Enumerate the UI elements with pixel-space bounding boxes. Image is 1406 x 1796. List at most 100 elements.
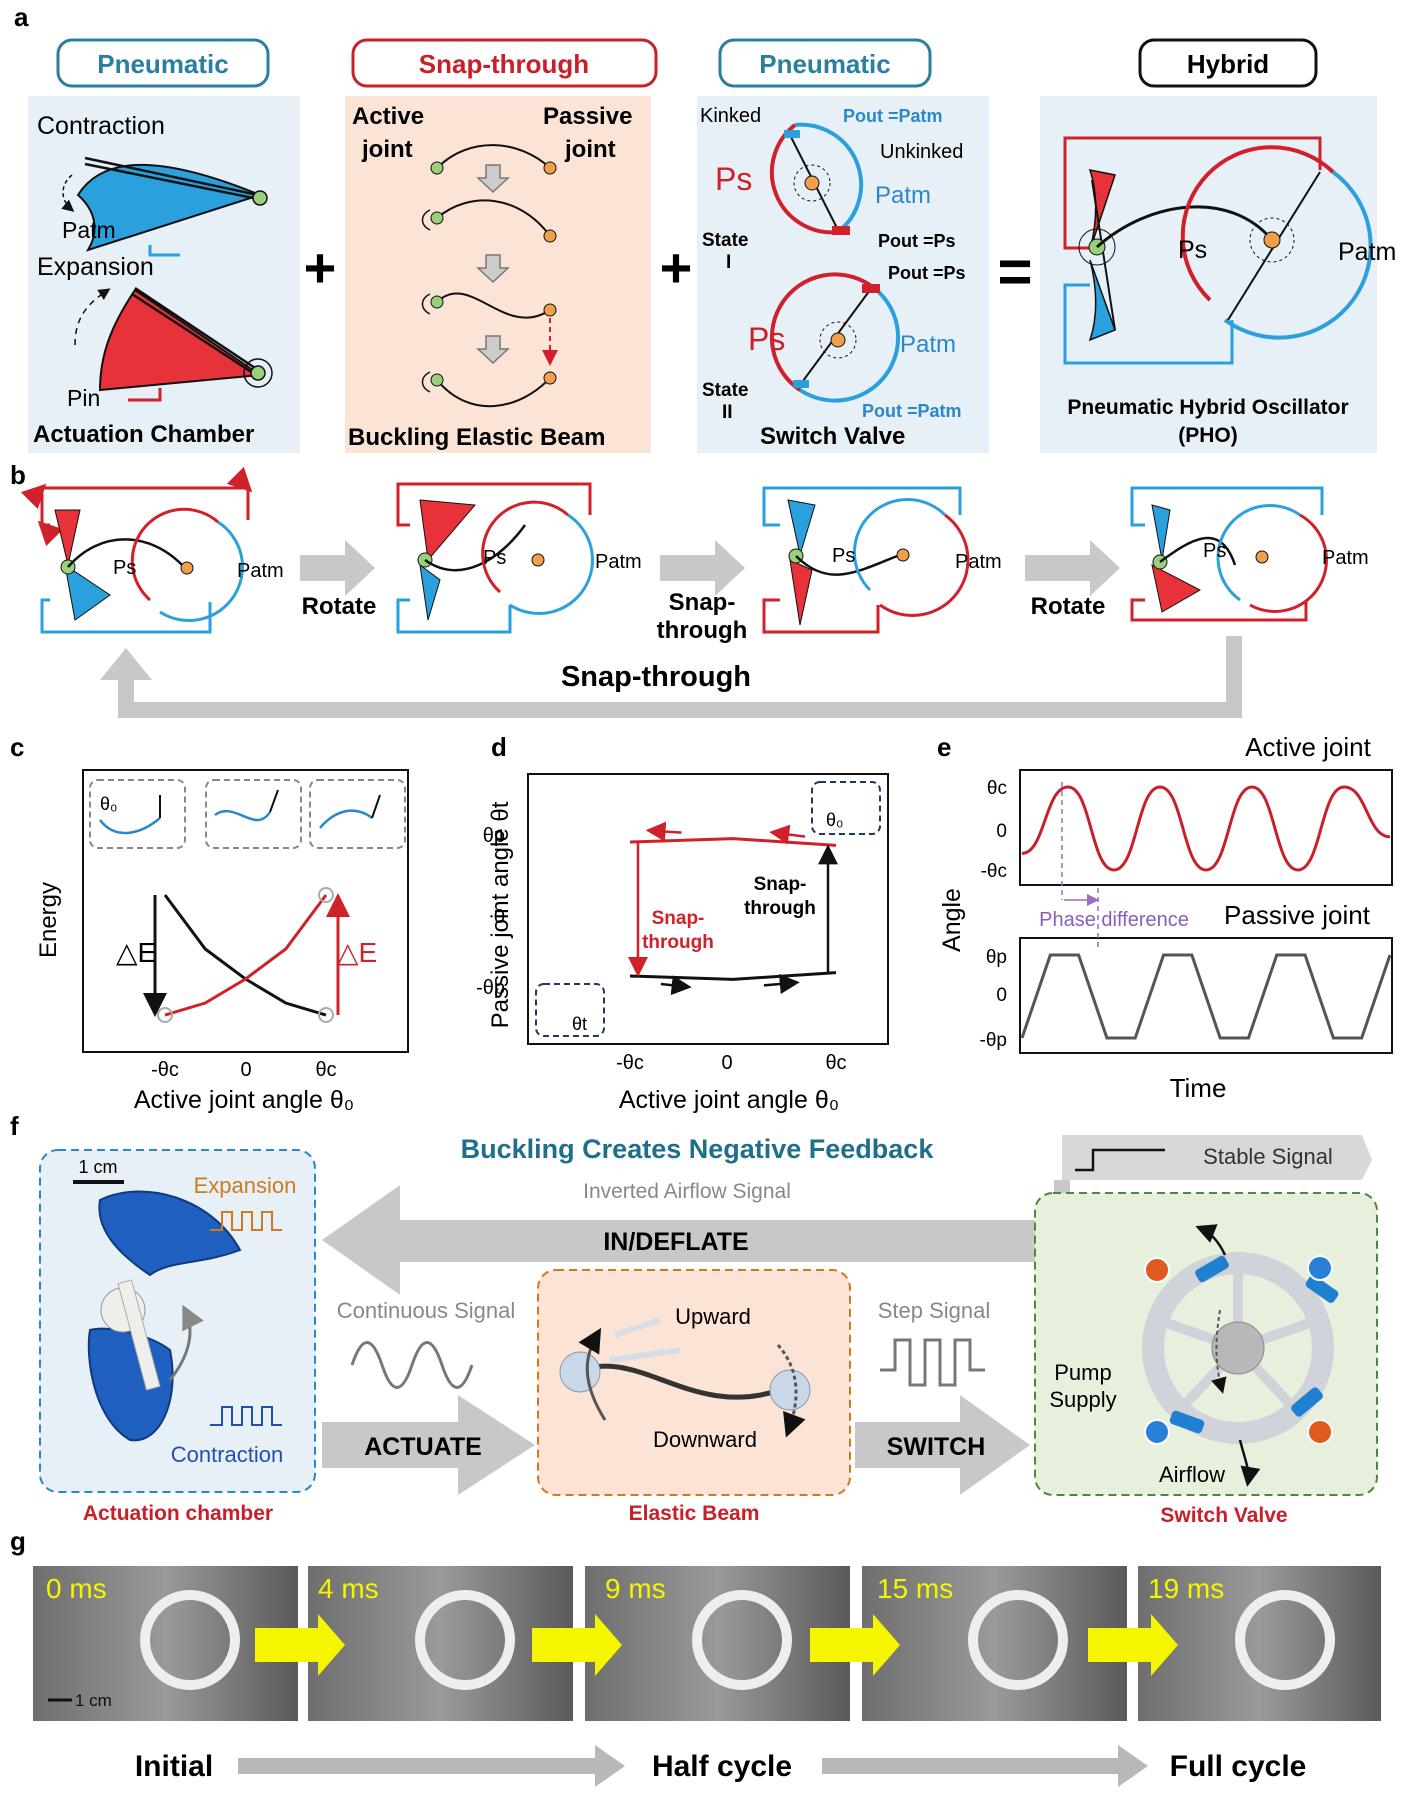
passive-bottom-branch bbox=[629, 971, 837, 981]
open-port-icon-1 bbox=[1307, 1255, 1333, 1281]
valve-state-2 bbox=[769, 272, 901, 403]
passive-xtick-neg: -θc bbox=[616, 1052, 644, 1074]
scale-label-g: 1 cm bbox=[75, 1691, 112, 1710]
time-label-15: 15 ms bbox=[877, 1573, 953, 1604]
delta-e-black: △E bbox=[116, 937, 156, 968]
passive-ytick-pos: θp bbox=[483, 825, 505, 847]
progress-arrow-2 bbox=[822, 1745, 1148, 1787]
stage1-ps-label: Ps bbox=[113, 557, 136, 579]
expansion-square-wave bbox=[210, 1211, 282, 1231]
passive-xtick-pos: θc bbox=[825, 1052, 846, 1074]
stage3-patm-label: Patm bbox=[955, 551, 1002, 573]
pill-pneumatic-1-label: Pneumatic bbox=[97, 49, 229, 79]
energy-xtick-pos: θc bbox=[315, 1059, 336, 1081]
state1-patm-label: Patm bbox=[875, 182, 931, 209]
pill-snap-through-label: Snap-through bbox=[419, 49, 589, 79]
stage4-ps-label: Ps bbox=[1203, 540, 1226, 562]
expansion-pin-label: Pin bbox=[67, 385, 100, 411]
pho-ps-label: Ps bbox=[1178, 236, 1207, 264]
passive-angle-curves bbox=[628, 821, 838, 996]
snap-red-1: Snap- bbox=[652, 908, 705, 929]
pill-snap-through bbox=[351, 38, 658, 88]
energy-xlabel: Active joint angle θ₀ bbox=[134, 1086, 354, 1114]
pout-ps-label-2: Pout =Ps bbox=[888, 263, 966, 283]
passive-ytick-neg: -θp bbox=[476, 977, 505, 999]
upward-arrow bbox=[578, 1327, 607, 1421]
passive-joint-curve bbox=[1020, 953, 1392, 1040]
plus-sign-1: + bbox=[304, 236, 337, 299]
delta-e-red: △E bbox=[337, 937, 377, 968]
expansion-arm-line bbox=[134, 286, 259, 372]
actuate-arrow bbox=[322, 1395, 535, 1495]
blue-chamber-top bbox=[98, 1190, 242, 1277]
snap-loop-arrow bbox=[100, 636, 1242, 718]
contraction-motion-arrow bbox=[61, 174, 75, 212]
downward-label: Downward bbox=[653, 1427, 757, 1452]
rotation-arrow-f bbox=[168, 1304, 204, 1381]
beam-right-joint bbox=[769, 1369, 811, 1411]
valve-state-1 bbox=[769, 122, 864, 235]
energy-min-right bbox=[318, 1007, 334, 1023]
energy-inset-theta0: θ₀ bbox=[100, 794, 117, 814]
state2-patm-label: Patm bbox=[900, 331, 956, 358]
stage1-patm-label: Patm bbox=[237, 560, 284, 582]
actuation-chamber-caption-f: Actuation chamber bbox=[83, 1502, 273, 1525]
equals-sign: = bbox=[997, 238, 1032, 305]
top-direction-arrow-1 bbox=[769, 824, 806, 845]
snap-black-2: through bbox=[744, 898, 816, 919]
snap-label-1: Snap- bbox=[669, 589, 736, 616]
panel-b-stage-3 bbox=[762, 486, 970, 634]
stage4-patm-label: Patm bbox=[1322, 547, 1369, 569]
active-ytick-zero: 0 bbox=[996, 821, 1007, 842]
pho-diagram bbox=[1063, 136, 1373, 365]
continuous-sine-wave bbox=[350, 1341, 474, 1389]
contraction-joint bbox=[252, 190, 268, 206]
closed-port-icon-2 bbox=[1307, 1419, 1333, 1445]
open-port-icon-2 bbox=[1144, 1419, 1170, 1445]
contraction-label-f: Contraction bbox=[171, 1442, 284, 1467]
active-ytick-pos: θc bbox=[987, 778, 1007, 799]
airflow-arrow bbox=[1238, 1439, 1261, 1487]
deflate-arrow bbox=[322, 1185, 1035, 1295]
energy-curves bbox=[143, 887, 350, 1023]
panel-letter-f: f bbox=[10, 1111, 19, 1141]
contraction-square-wave bbox=[210, 1406, 282, 1426]
time-xlabel: Time bbox=[1170, 1073, 1227, 1103]
pump-label-1: Pump bbox=[1054, 1360, 1111, 1385]
angle-ylabel: Angle bbox=[938, 888, 966, 952]
panel-letter-d: d bbox=[491, 732, 507, 762]
energy-series-1 bbox=[164, 894, 328, 1017]
energy-plot-frame bbox=[82, 769, 409, 1053]
expansion-label-f: Expansion bbox=[194, 1173, 297, 1198]
inverted-signal-label: Inverted Airflow Signal bbox=[583, 1180, 791, 1203]
passive-ylabel: Passive joint angle θt bbox=[487, 801, 514, 1028]
valve-internal-arrow bbox=[1211, 1309, 1227, 1394]
pill-pneumatic-2-label: Pneumatic bbox=[759, 49, 891, 79]
bottom-direction-arrow-1 bbox=[660, 975, 692, 996]
panel-b-stage-4 bbox=[1130, 486, 1328, 622]
switch-valve-caption: Switch Valve bbox=[760, 423, 905, 450]
expansion-arm-line-2 bbox=[131, 292, 257, 377]
pout-patm-label-2: Pout =Patm bbox=[862, 401, 962, 421]
video-frames bbox=[33, 1566, 1381, 1721]
buckling-beam-caption: Buckling Elastic Beam bbox=[348, 424, 605, 451]
step-signal-label: Step Signal bbox=[878, 1298, 991, 1323]
energy-max-right bbox=[318, 887, 334, 903]
contraction-arm-line bbox=[84, 156, 259, 197]
passive-joint-title: Passive joint bbox=[1224, 900, 1371, 930]
continuous-signal-label: Continuous Signal bbox=[337, 1298, 516, 1323]
unkinked-label: Unkinked bbox=[880, 141, 963, 163]
panel-letter-c: c bbox=[10, 732, 24, 762]
joint-arm bbox=[117, 1279, 161, 1391]
stable-step-line bbox=[1075, 1148, 1165, 1172]
valve-rotate-arrow bbox=[1195, 1224, 1227, 1256]
airflow-label: Airflow bbox=[1159, 1462, 1225, 1487]
rotate-label-1: Rotate bbox=[302, 593, 377, 620]
active-joint-plot-frame bbox=[1019, 769, 1393, 886]
actuation-chamber-caption: Actuation Chamber bbox=[33, 421, 254, 448]
contraction-arm-line-2 bbox=[84, 162, 259, 201]
expansion-joint bbox=[250, 365, 266, 381]
energy-ylabel: Energy bbox=[35, 882, 62, 958]
snap-loop-label: Snap-through bbox=[561, 661, 751, 693]
